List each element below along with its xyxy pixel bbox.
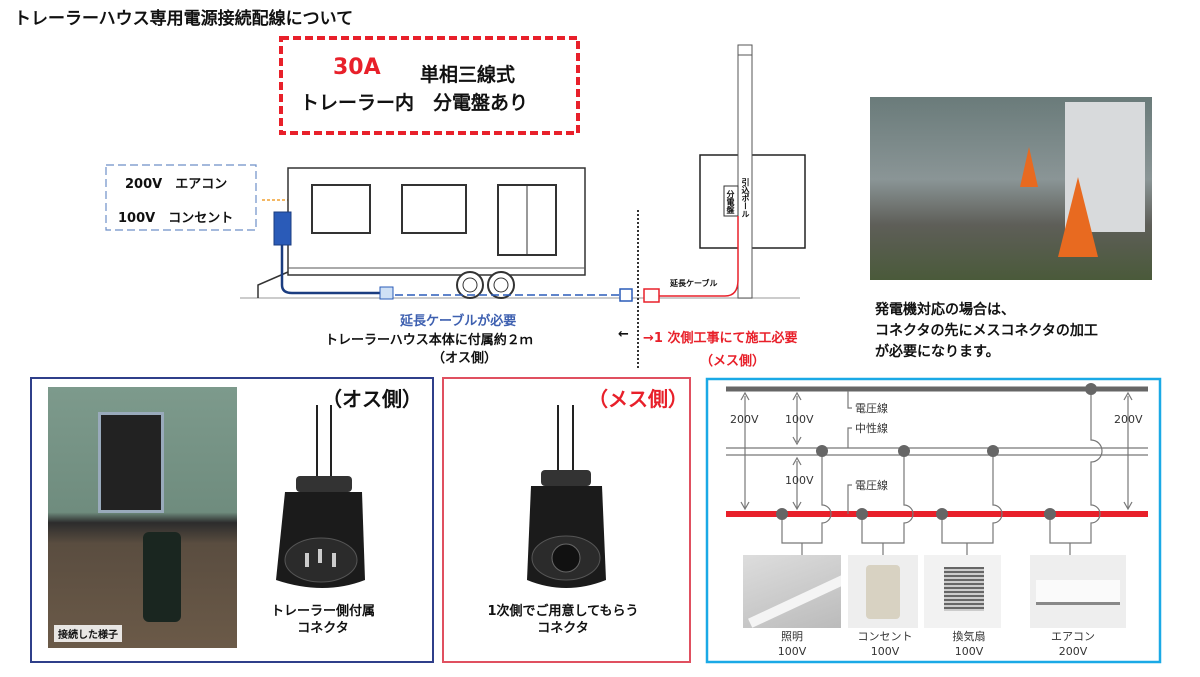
included-cable: トレーラーハウス本体に付属約２ｍ (325, 333, 533, 348)
load-name: コンセント (857, 630, 913, 643)
fan-photo (924, 555, 1001, 628)
load-lighting: 照明 100V (752, 629, 832, 659)
label-100v-upper: 100V (785, 413, 814, 426)
load-voltage: 100V (870, 645, 900, 658)
load-name: エアコン (1051, 630, 1095, 643)
load-box-border (105, 164, 257, 231)
female-plug-image (527, 405, 606, 588)
lighting-photo (743, 555, 841, 628)
wiring-diagram (726, 383, 1148, 555)
label-200v-left: 200V (730, 413, 759, 426)
aircon-photo (1030, 555, 1126, 628)
load-voltage: 100V (777, 645, 807, 658)
page-title: トレーラーハウス専用電源接続配線について (14, 9, 354, 29)
phase-type: 単相三線式 (420, 64, 516, 86)
female-panel-border (442, 377, 691, 663)
female-caption-line: 1次側でご用意してもらう (487, 604, 639, 619)
label-voltage-line-bottom: 電圧線 (855, 479, 888, 492)
generator-note-line: が必要になります。 (875, 344, 1000, 360)
left-arrow: ← (618, 327, 629, 342)
female-heading: （メス側） (588, 387, 688, 411)
load-outlet: コンセント 100V (845, 629, 925, 659)
load-100v: 100V コンセント (118, 211, 234, 226)
load-name: 照明 (781, 630, 803, 643)
male-caption-line: トレーラー側付属 (270, 604, 375, 619)
generator-note-line: コネクタの先にメスコネクタの加工 (875, 323, 1098, 339)
female-caption: 1次側でご用意してもらう コネクタ (460, 603, 666, 637)
cable-label: 延長ケーブル (670, 279, 718, 288)
generator-photo (870, 97, 1152, 280)
label-200v-right: 200V (1114, 413, 1143, 426)
male-plug-image (276, 405, 365, 588)
load-aircon: エアコン 200V (1033, 629, 1113, 659)
panel-label: 分電盤 (726, 190, 735, 214)
generator-note-line: 発電機対応の場合は、 (875, 302, 1015, 318)
load-name: 換気扇 (952, 630, 986, 643)
generator-note: 発電機対応の場合は、 コネクタの先にメスコネクタの加工 が必要になります。 (875, 300, 1098, 363)
load-voltage: 100V (954, 645, 984, 658)
male-caption: トレーラー側付属 コネクタ (255, 603, 391, 637)
male-caption-line: コネクタ (297, 621, 349, 636)
load-200v: 200V エアコン (125, 177, 228, 192)
male-heading: （オス側） (322, 387, 422, 411)
male-side-label: （オス側） (432, 351, 498, 366)
label-voltage-line-top: 電圧線 (855, 402, 888, 415)
load-voltage: 200V (1058, 645, 1088, 658)
label-neutral-line: 中性線 (855, 422, 888, 435)
wiring-panel-border (705, 377, 1162, 664)
photo-caption: 接続した様子 (54, 625, 122, 642)
label-100v-lower: 100V (785, 474, 814, 487)
female-side-label: （メス側） (700, 354, 766, 369)
outlet-photo (848, 555, 918, 628)
panel-note: トレーラー内 分電盤あり (300, 92, 529, 114)
pole-label: 引込ポール (741, 178, 750, 218)
spec-box-border (279, 36, 580, 135)
primary-work-note: →1 次側工事にて施工必要 (643, 331, 798, 346)
male-panel-border (30, 377, 434, 663)
connection-photo: 接続した様子 (48, 387, 237, 648)
load-fan: 換気扇 100V (929, 629, 1009, 659)
extension-needed: 延長ケーブルが必要 (400, 314, 517, 329)
female-caption-line: コネクタ (537, 621, 589, 636)
trailer-drawing (257, 167, 586, 300)
amperage: 30A (333, 55, 381, 80)
